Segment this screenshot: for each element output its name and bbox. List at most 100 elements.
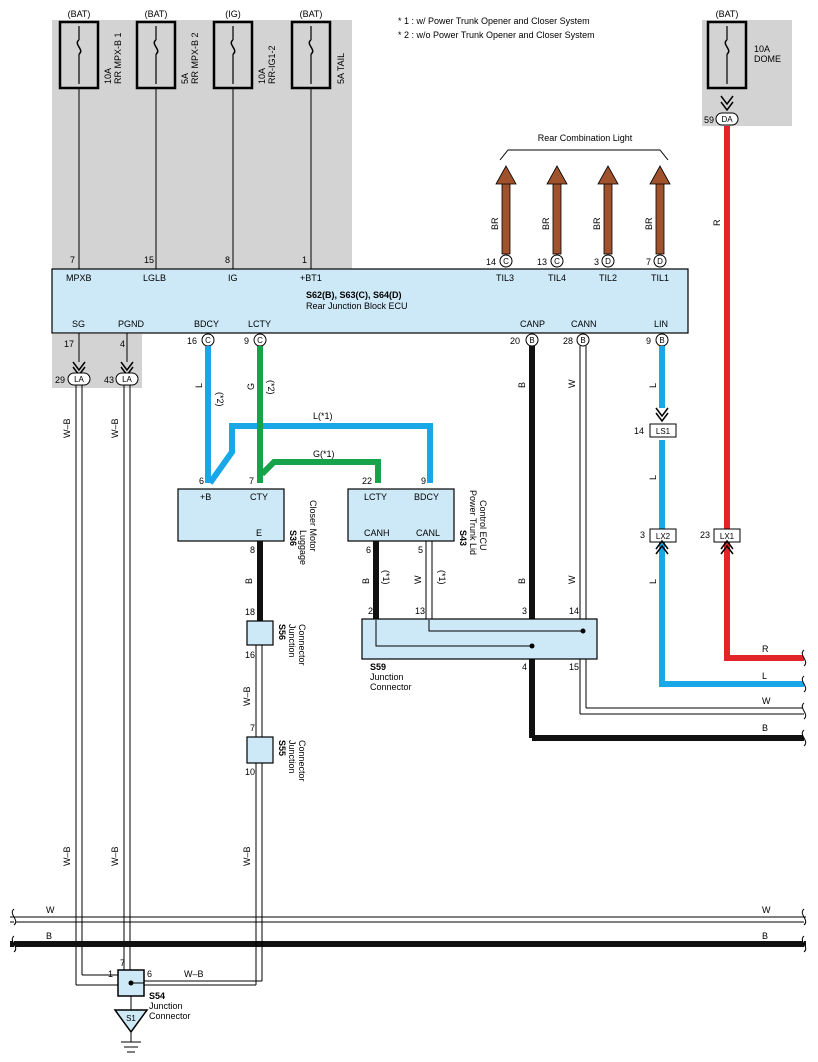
ecu-bot-label-lcty: LCTY xyxy=(248,319,271,329)
la-left-pin: 29 xyxy=(55,375,65,385)
ecu-top-label-til4: TIL4 xyxy=(548,273,566,283)
bus-b-label-left: B xyxy=(46,931,52,941)
note-2: * 2 : w/o Power Trunk Opener and Closer … xyxy=(398,30,595,40)
s36-label-cty: CTY xyxy=(250,492,268,502)
til2-pin: 3 xyxy=(594,257,599,267)
canh-star1: (*1) xyxy=(381,570,391,585)
canl-star1: (*1) xyxy=(437,570,447,585)
lx1-conn: LX1 xyxy=(720,532,735,541)
s36-pin-cty: 7 xyxy=(249,476,254,486)
s56-id: S56 xyxy=(277,624,287,640)
s43-label-canh: CANH xyxy=(364,528,390,538)
ecu-pin-lin-conn: B xyxy=(659,336,664,345)
rear-junction-block-ecu xyxy=(51,268,689,334)
s43-name1: Power Trunk Lid xyxy=(468,490,478,555)
ecu-pin-cann-conn: B xyxy=(580,336,585,345)
s55-name1: Junction xyxy=(287,740,297,774)
ecu-top-label-lglb: LGLB xyxy=(143,273,166,283)
ecu-pin-lcty-num: 9 xyxy=(244,336,249,346)
lx1-pin: 23 xyxy=(700,530,710,540)
fuse-2-name: RR MPX-B 2 xyxy=(190,32,200,84)
ecu-top-label-til3: TIL3 xyxy=(496,273,514,283)
s56-name2: Connector xyxy=(297,624,307,666)
lx2-conn: LX2 xyxy=(656,532,671,541)
ecu-top-label-mpxb: MPXB xyxy=(66,273,92,283)
s56-pin-bottom: 16 xyxy=(245,650,255,660)
s54-id: S54 xyxy=(149,991,165,1001)
blue-wire-l-star1 xyxy=(207,423,433,485)
ecu-top-label-ig: IG xyxy=(228,273,238,283)
s36-id: S36 xyxy=(288,530,298,546)
s36-name1: Luggage xyxy=(298,530,308,565)
lcty-star2: (*2) xyxy=(266,380,276,395)
dome-fuse xyxy=(706,20,748,90)
lcty-g-label: G xyxy=(246,383,256,390)
s36-pin-b: 6 xyxy=(199,476,204,486)
ecu-bot-label-sg: SG xyxy=(72,319,85,329)
ecu-pin-pgnd-num: 4 xyxy=(120,339,125,349)
ecu-pin-bt1-num: 1 xyxy=(302,255,307,265)
ecu-pin-canp-conn: B xyxy=(529,336,534,345)
s54-wb-label: W–B xyxy=(184,969,204,979)
til3-wire-label: BR xyxy=(490,217,500,230)
s59-pin-14: 14 xyxy=(569,606,579,616)
l-star1-label: L(*1) xyxy=(313,411,333,421)
s36-name2: Closer Motor xyxy=(308,500,318,552)
fuse-3-supply: (IG) xyxy=(225,9,241,19)
cann-w-label-2: W xyxy=(567,575,577,584)
s43-pin-canl: 5 xyxy=(418,545,423,555)
til4-conn: C xyxy=(554,257,560,266)
bdcy-star2: (*2) xyxy=(215,392,225,407)
til4-pin: 13 xyxy=(537,257,547,267)
s43-pin-lcty: 22 xyxy=(362,476,372,486)
s43-label-bdcy: BDCY xyxy=(414,492,439,502)
dome-conn: DA xyxy=(721,115,733,124)
s36-label-b: +B xyxy=(200,492,211,502)
fuse-4-name: 5A TAIL xyxy=(336,53,346,84)
ecu-pin-sg-num: 17 xyxy=(64,339,74,349)
g-star1-label: G(*1) xyxy=(313,449,335,459)
ecu-top-label-bt1: +BT1 xyxy=(300,273,322,283)
s56-junction xyxy=(246,620,274,646)
bus-w-label-left: W xyxy=(46,905,55,915)
la-right-conn: LA xyxy=(122,375,132,384)
fuse-1-supply: (BAT) xyxy=(68,9,91,19)
s55-pin-top: 7 xyxy=(250,723,255,733)
s54-pin-top: 7 xyxy=(120,958,125,968)
s59-id: S59 xyxy=(370,662,386,672)
ground-icon xyxy=(121,1041,141,1053)
s43-label-lcty: LCTY xyxy=(364,492,387,502)
s43-power-trunk-lid-ecu xyxy=(347,488,455,542)
bdcy-l-label: L xyxy=(194,383,204,388)
lin-l-label-2: L xyxy=(648,475,658,480)
ecu-bot-label-bdcy: BDCY xyxy=(194,319,219,329)
wb-label-1: W–B xyxy=(62,418,72,438)
til1-conn: D xyxy=(657,257,663,266)
ecu-title: S62(B), S63(C), S64(D) xyxy=(306,290,402,300)
la-right-pin: 43 xyxy=(104,375,114,385)
ecu-subtitle: Rear Junction Block ECU xyxy=(306,301,408,311)
s43-pin-canh: 6 xyxy=(366,545,371,555)
canh-b-label: B xyxy=(361,578,371,584)
wb-label-3: W–B xyxy=(62,846,72,866)
cann-w-label-3: W xyxy=(762,696,771,706)
red-wire-label-vert: R xyxy=(712,219,722,226)
dome-name: DOME xyxy=(754,54,781,64)
s56-s55-wb: W–B xyxy=(242,686,252,706)
fuse-1-rating: 10A xyxy=(103,68,113,84)
lin-l-label-4: L xyxy=(762,671,767,681)
s43-id: S43 xyxy=(458,530,468,546)
la-left-conn: LA xyxy=(74,375,84,384)
blue-wire-lin xyxy=(659,346,804,687)
s43-pin-bdcy: 9 xyxy=(421,476,426,486)
dome-rating: 10A xyxy=(754,44,770,54)
fuse-2-rating: 5A xyxy=(180,73,190,84)
bus-b-label-right: B xyxy=(762,931,768,941)
s54-pin-left: 1 xyxy=(108,969,113,979)
til2-conn: D xyxy=(605,257,611,266)
dome-supply: (BAT) xyxy=(716,9,739,19)
rear-combination-light-bracket xyxy=(499,149,669,161)
til4-wire-label: BR xyxy=(541,217,551,230)
s55-name2: Connector xyxy=(297,740,307,782)
wb-label-4: W–B xyxy=(110,846,120,866)
